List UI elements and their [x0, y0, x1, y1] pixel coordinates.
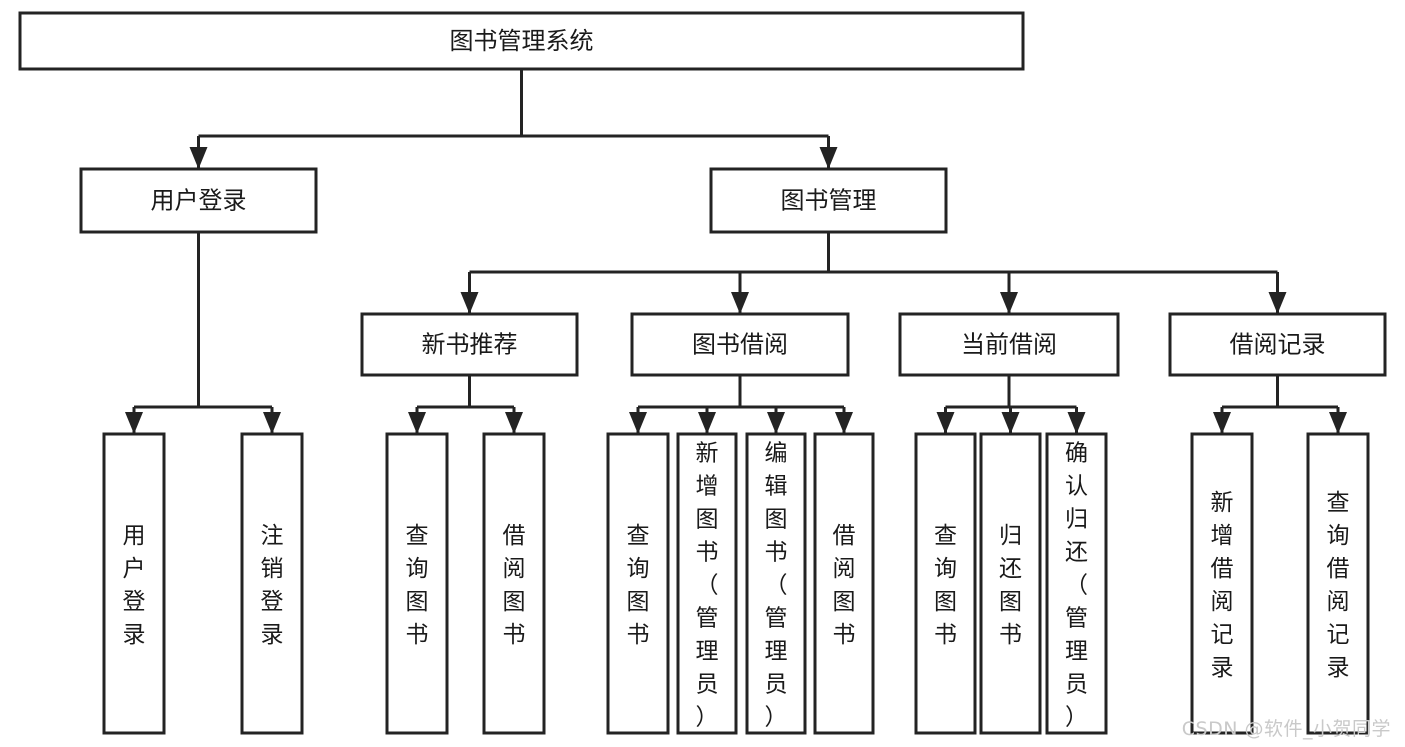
node-label-book-manage: 图书管理: [781, 187, 877, 215]
node-label-book-borrow: 图书借阅: [692, 331, 788, 359]
node-book-manage[interactable]: 图书管理: [709, 167, 948, 234]
node-label-leaf-borrow-book-2: 借阅图书: [833, 523, 856, 648]
node-new-book-recommend[interactable]: 新书推荐: [360, 312, 579, 377]
node-box-leaf-query-record: [1306, 432, 1370, 735]
node-box-leaf-query-book-1: [385, 432, 449, 735]
watermark-text: CSDN @软件_小贺同学: [1181, 718, 1391, 740]
arrow-head-icon: [767, 412, 785, 434]
node-box-leaf-confirm-return: [1045, 432, 1108, 735]
node-book-borrow[interactable]: 图书借阅: [630, 312, 850, 377]
arrow-head-icon: [1268, 292, 1287, 314]
node-leaf-edit-book[interactable]: 编辑图书（管理员）: [745, 432, 807, 735]
node-box-leaf-add-book: [676, 432, 738, 735]
arrow-head-icon: [1000, 292, 1018, 314]
node-label-leaf-edit-book: 编辑图书（管理员）: [765, 441, 788, 731]
node-leaf-add-book[interactable]: 新增图书（管理员）: [676, 432, 738, 735]
node-label-leaf-add-record: 新增借阅记录: [1211, 490, 1234, 681]
node-label-leaf-query-record: 查询借阅记录: [1327, 490, 1350, 681]
node-label-leaf-user-login: 用户登录: [123, 523, 146, 648]
arrow-head-icon: [505, 412, 523, 434]
arrow-head-icon: [1067, 412, 1086, 434]
node-box-leaf-borrow-book-2: [813, 432, 875, 735]
node-leaf-query-book-3[interactable]: 查询图书: [914, 432, 977, 735]
node-box-borrow-record: [1168, 312, 1387, 377]
node-box-book-borrow: [630, 312, 850, 377]
node-label-leaf-user-logout: 注销登录: [261, 523, 284, 648]
node-label-leaf-add-book: 新增图书（管理员）: [696, 441, 719, 731]
node-box-leaf-query-book-2: [606, 432, 670, 735]
node-layer: 图书管理系统用户登录图书管理新书推荐图书借阅当前借阅借阅记录用户登录注销登录查询…: [18, 11, 1387, 735]
node-label-root: 图书管理系统: [450, 27, 594, 55]
arrow-head-icon: [189, 147, 208, 169]
node-box-new-book-recommend: [360, 312, 579, 377]
connector-layer: [125, 69, 1347, 434]
node-label-leaf-confirm-return: 确认归还（管理员）: [1065, 441, 1088, 731]
node-leaf-add-record[interactable]: 新增借阅记录: [1190, 432, 1254, 735]
arrow-head-icon: [1001, 412, 1020, 434]
arrow-head-icon: [460, 292, 479, 314]
arrow-head-icon: [408, 412, 426, 434]
node-box-leaf-edit-book: [745, 432, 807, 735]
arrow-head-icon: [263, 412, 281, 434]
node-leaf-user-login[interactable]: 用户登录: [102, 432, 166, 735]
arrow-head-icon: [1213, 412, 1231, 434]
node-leaf-query-book-2[interactable]: 查询图书: [606, 432, 670, 735]
arrow-head-icon: [835, 412, 853, 434]
node-label-leaf-borrow-book-1: 借阅图书: [503, 523, 526, 648]
arrow-head-icon: [819, 147, 838, 169]
node-label-leaf-return-book: 归还图书: [999, 523, 1022, 648]
arrow-head-icon: [698, 412, 716, 434]
node-label-leaf-query-book-1: 查询图书: [406, 523, 429, 648]
node-leaf-return-book[interactable]: 归还图书: [979, 432, 1042, 735]
node-box-leaf-query-book-3: [914, 432, 977, 735]
node-label-user-login: 用户登录: [151, 187, 247, 215]
node-leaf-query-book-1[interactable]: 查询图书: [385, 432, 449, 735]
arrow-head-icon: [731, 292, 749, 314]
node-leaf-query-record[interactable]: 查询借阅记录: [1306, 432, 1370, 735]
node-box-leaf-user-login: [102, 432, 166, 735]
node-label-current-borrow: 当前借阅: [961, 331, 1057, 359]
node-box-user-login: [79, 167, 318, 234]
node-root[interactable]: 图书管理系统: [18, 11, 1025, 71]
arrow-head-icon: [629, 412, 647, 434]
node-label-leaf-query-book-3: 查询图书: [934, 523, 957, 648]
node-leaf-confirm-return[interactable]: 确认归还（管理员）: [1045, 432, 1108, 735]
arrow-head-icon: [1329, 412, 1347, 434]
node-box-leaf-return-book: [979, 432, 1042, 735]
node-user-login[interactable]: 用户登录: [79, 167, 318, 234]
arrow-head-icon: [125, 412, 143, 434]
node-box-current-borrow: [898, 312, 1120, 377]
node-borrow-record[interactable]: 借阅记录: [1168, 312, 1387, 377]
node-box-book-manage: [709, 167, 948, 234]
node-box-leaf-user-logout: [240, 432, 304, 735]
node-leaf-user-logout[interactable]: 注销登录: [240, 432, 304, 735]
node-label-leaf-query-book-2: 查询图书: [627, 523, 650, 648]
node-box-leaf-borrow-book-1: [482, 432, 546, 735]
arrow-head-icon: [936, 412, 955, 434]
node-box-root: [18, 11, 1025, 71]
node-leaf-borrow-book-2[interactable]: 借阅图书: [813, 432, 875, 735]
node-label-borrow-record: 借阅记录: [1230, 331, 1326, 359]
node-leaf-borrow-book-1[interactable]: 借阅图书: [482, 432, 546, 735]
node-box-leaf-add-record: [1190, 432, 1254, 735]
node-current-borrow[interactable]: 当前借阅: [898, 312, 1120, 377]
node-label-new-book-recommend: 新书推荐: [422, 331, 518, 359]
